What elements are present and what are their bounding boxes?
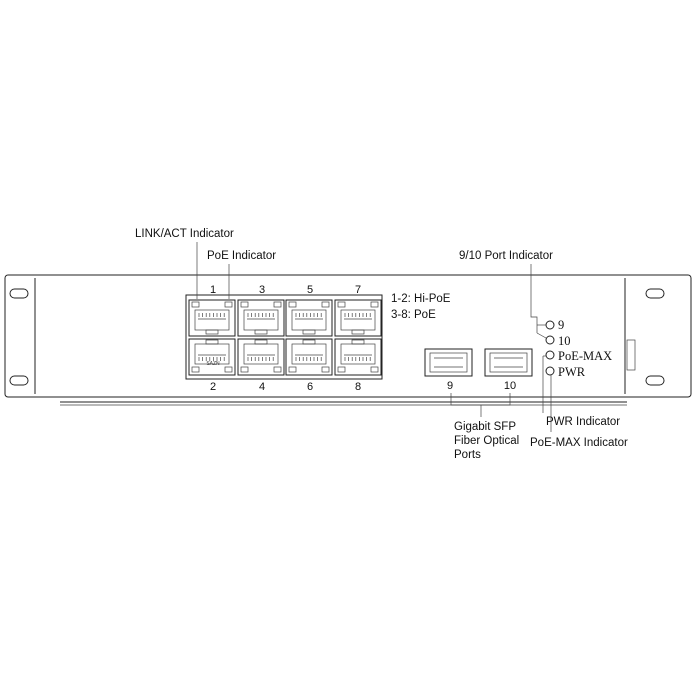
port-number-6: 6 [307, 381, 313, 393]
port-number-1: 1 [210, 284, 216, 296]
poe-led [321, 301, 330, 308]
poe-led [224, 366, 233, 373]
sfp-label-line3: Ports [454, 449, 481, 461]
rj45-port-3 [237, 299, 285, 337]
port-number-3: 3 [259, 284, 265, 296]
link-act-led [337, 301, 346, 308]
poe-legend-line2: 3-8: PoE [391, 309, 436, 321]
rj45-port-2 [188, 338, 236, 376]
led-label-poe-max: PoE-MAX [558, 349, 612, 363]
link-act-led [288, 366, 297, 373]
led-pwr [545, 366, 555, 376]
rj45-top-numbers: 1 3 5 7 [210, 284, 361, 296]
poe-led [321, 366, 330, 373]
port-9-10-indicator-label: 9/10 Port Indicator [459, 250, 553, 262]
link-act-led [240, 301, 249, 308]
status-leds [545, 320, 555, 376]
poe-max-indicator-label: PoE-MAX Indicator [530, 437, 628, 449]
sfp-port-10 [484, 348, 533, 377]
rj45-port-8 [334, 338, 382, 376]
led-label-9: 9 [558, 318, 564, 332]
chassis [4, 274, 692, 406]
sfp-number-10: 10 [504, 380, 516, 392]
poe-led [224, 301, 233, 308]
poe-led [370, 301, 379, 308]
link-act-led [191, 301, 200, 308]
link-act-led [240, 366, 249, 373]
led-9 [545, 320, 555, 330]
port-number-2: 2 [210, 381, 216, 393]
rj45-port-4 [237, 338, 285, 376]
port-9-10-leader [530, 264, 538, 333]
port-number-8: 8 [355, 381, 361, 393]
sfp-bracket [450, 393, 511, 406]
led-10 [545, 335, 555, 345]
led-label-pwr: PWR [558, 365, 586, 379]
rj45-bottom-numbers: 2 4 6 8 [210, 381, 361, 393]
port-number-7: 7 [355, 284, 361, 296]
link-act-led [191, 366, 200, 373]
sfp-number-9: 9 [447, 380, 453, 392]
rj45-port-1 [188, 299, 236, 337]
link-act-led [337, 366, 346, 373]
sfp-label-line2: Fiber Optical [454, 435, 519, 447]
led-label-10: 10 [558, 334, 571, 348]
poe-led [370, 366, 379, 373]
rj45-port-block: SAZN [185, 294, 383, 380]
poe-indicator-label: PoE Indicator [207, 250, 276, 262]
poe-led [273, 301, 282, 308]
port-number-4: 4 [259, 381, 265, 393]
rj45-port-5 [285, 299, 333, 337]
rj45-port-6 [285, 338, 333, 376]
port-badge: SAZN [206, 361, 220, 367]
port-number-5: 5 [307, 284, 313, 296]
poe-led [273, 366, 282, 373]
link-act-led [288, 301, 297, 308]
poe-legend-line1: 1-2: Hi-PoE [391, 293, 451, 305]
sfp-port-9 [424, 348, 473, 377]
rack-ear-right [645, 288, 665, 386]
link-act-indicator-label: LINK/ACT Indicator [135, 228, 234, 240]
rack-ear-left [9, 288, 29, 386]
pwr-indicator-label: PWR Indicator [546, 416, 620, 428]
rj45-port-7 [334, 299, 382, 337]
led-poe-max [545, 350, 555, 360]
sfp-label-line1: Gigabit SFP [454, 421, 516, 433]
